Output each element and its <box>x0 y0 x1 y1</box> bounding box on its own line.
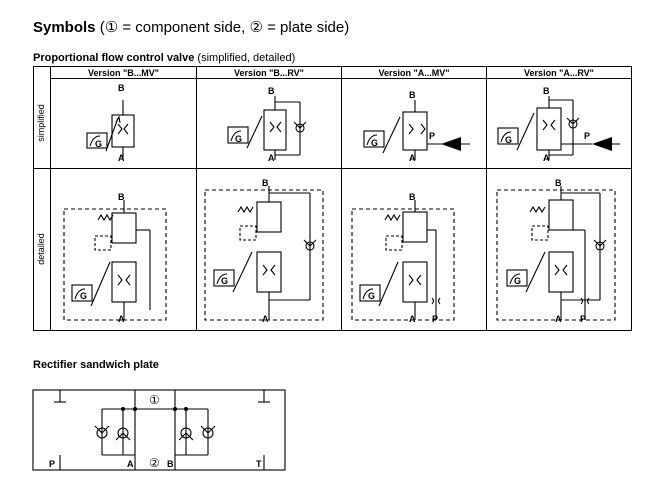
port-label-g: G <box>371 138 379 148</box>
port-label-b: B <box>262 178 269 188</box>
column-header-b-mv: Version "B...MV" <box>87 68 160 78</box>
rectifier-plate <box>32 389 286 471</box>
port-label-p: P <box>429 131 436 141</box>
section-title-rectifier: Rectifier sandwich plate <box>33 359 159 371</box>
symbol-a-rv-simplified <box>497 96 592 160</box>
row-label-simplified: simplified <box>36 104 46 142</box>
column-header-a-rv: Version "A...RV" <box>524 68 594 78</box>
symbol-b-rv-simplified <box>227 96 307 160</box>
port-label-a: A <box>555 314 562 324</box>
port-label-a: A <box>118 153 125 163</box>
symbol-b-mv-simplified <box>86 100 135 160</box>
port-label-b: B <box>167 459 174 469</box>
mark-component-side: ① <box>149 393 160 407</box>
port-label-a: A <box>409 153 416 163</box>
port-label-a: A <box>409 314 416 324</box>
port-label-b: B <box>118 192 125 202</box>
port-label-a: A <box>268 153 275 163</box>
symbol-b-mv-detailed <box>63 200 167 321</box>
port-label-t: T <box>256 459 262 469</box>
symbol-a-mv-detailed <box>351 200 455 321</box>
section-title-valve: Proportional flow control valve (simplif… <box>33 52 295 64</box>
port-label-g: G <box>221 276 229 286</box>
title-main: Symbols <box>33 19 96 36</box>
port-label-a: A <box>118 314 125 324</box>
row-label-detailed: detailed <box>36 233 46 265</box>
page-title: Symbols (① = component side, ② = plate s… <box>33 18 349 36</box>
port-label-a: A <box>262 314 269 324</box>
symbol-a-mv-simplified <box>363 100 450 160</box>
symbol-a-rv-detailed <box>496 186 616 321</box>
port-label-g: G <box>505 135 513 145</box>
port-label-b: B <box>268 86 275 96</box>
title-paren: (① = component side, ② = plate side) <box>99 19 350 36</box>
port-label-b: B <box>118 83 125 93</box>
port-label-a: A <box>127 459 134 469</box>
port-label-g: G <box>235 134 243 144</box>
port-label-g: G <box>80 291 88 301</box>
subtitle-main: Proportional flow control valve <box>33 52 195 64</box>
mark-plate-side: ② <box>149 456 160 470</box>
symbol-b-rv-detailed <box>204 186 324 321</box>
port-label-b: B <box>409 192 416 202</box>
port-label-p: P <box>49 459 56 469</box>
port-label-b: B <box>543 86 550 96</box>
subtitle-paren: (simplified, detailed) <box>197 52 296 64</box>
column-header-a-mv: Version "A...MV" <box>378 68 450 78</box>
port-label-g: G <box>95 139 103 149</box>
port-label-g: G <box>514 276 522 286</box>
port-label-b: B <box>555 178 562 188</box>
port-label-b: B <box>409 90 416 100</box>
port-label-g: G <box>368 291 376 301</box>
port-label-p: P <box>580 314 587 324</box>
port-label-a: A <box>543 153 550 163</box>
port-label-p: P <box>584 131 591 141</box>
port-label-p: P <box>432 314 439 324</box>
column-header-b-rv: Version "B...RV" <box>234 68 304 78</box>
